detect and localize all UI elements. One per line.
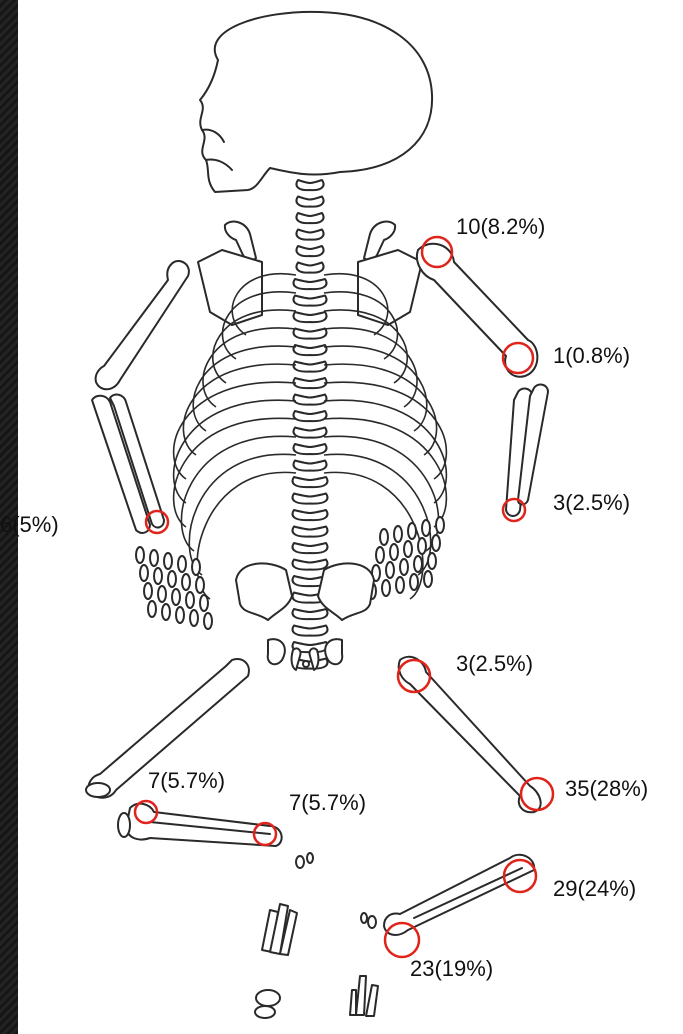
left-leg	[86, 659, 313, 868]
label-tibia-proximal-left: 7(5.7%)	[148, 770, 225, 792]
label-femur-distal-right: 35(28%)	[565, 778, 648, 800]
skull	[200, 12, 432, 192]
label-humerus-distal-right: 1(0.8%)	[553, 345, 630, 367]
label-tibia-proximal-right: 29(24%)	[553, 878, 636, 900]
label-tibia-distal-left: 7(5.7%)	[289, 792, 366, 814]
label-femur-proximal-right: 3(2.5%)	[456, 653, 533, 675]
skeleton-diagram: 10(8.2%) 1(0.8%) 3(2.5%) 6(5%) 3(2.5%) 3…	[18, 0, 683, 1034]
right-arm	[417, 244, 548, 516]
label-radius-distal-left: 6(5%)	[0, 514, 59, 536]
label-radius-distal-right: 3(2.5%)	[553, 492, 630, 514]
label-tibia-distal-right: 23(19%)	[410, 958, 493, 980]
right-leg	[361, 657, 541, 935]
label-humerus-proximal-right: 10(8.2%)	[456, 216, 545, 238]
foot-bones	[255, 904, 378, 1018]
